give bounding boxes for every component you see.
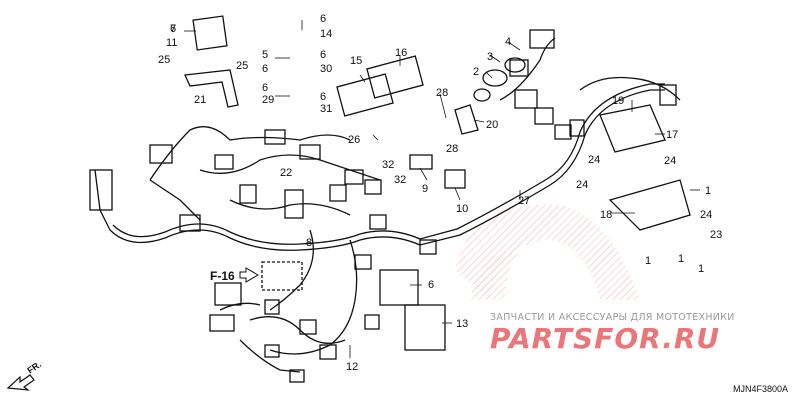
callout-number: 25	[158, 54, 170, 66]
callout-number: 1	[698, 263, 704, 275]
callout-number: 29	[262, 94, 274, 106]
callout-number: 21	[194, 94, 206, 106]
callout-number: 27	[518, 195, 530, 207]
callout-number: 1	[705, 185, 711, 197]
callout-number: 5	[262, 49, 268, 61]
callout-number: 1	[645, 255, 651, 267]
callout-number: 32	[394, 174, 406, 186]
callout-number: 6	[262, 63, 268, 75]
callout-number: 9	[422, 183, 428, 195]
callout-number: 6	[428, 279, 434, 291]
callout-number: 26	[348, 134, 360, 146]
callout-number: 24	[576, 179, 588, 191]
watermark-site: PARTSFOR.RU	[490, 322, 720, 355]
callout-number: 2	[473, 66, 479, 78]
callout-number: 13	[456, 318, 468, 330]
callout-number: 20	[486, 119, 498, 131]
watermark-tagline: ЗАПЧАСТИ И АКСЕССУАРЫ ДЛЯ МОТОТЕХНИКИ	[490, 312, 735, 323]
callout-number: 3	[487, 51, 493, 63]
callout-number: 15	[350, 55, 362, 67]
ref-label: F-16	[210, 269, 235, 283]
callout-number: 18	[600, 209, 612, 221]
callout-number: 6	[320, 91, 326, 103]
callout-number: 23	[710, 229, 722, 241]
callout-number: 30	[320, 63, 332, 75]
watermark-logo	[455, 204, 640, 300]
callout-number: 8	[306, 237, 312, 249]
callout-number: 10	[456, 203, 468, 215]
callout-number: 11	[166, 37, 177, 49]
callout-number: 7	[170, 23, 176, 35]
callout-number: 6	[170, 23, 176, 35]
callout-number: 24	[588, 154, 600, 166]
callout-number: 6	[262, 82, 268, 94]
callout-number: 28	[436, 87, 448, 99]
callout-number: 25	[236, 60, 248, 72]
callout-number: 28	[446, 143, 458, 155]
callout-number: 19	[612, 95, 624, 107]
callout-number: 6	[320, 13, 326, 25]
callout-number: 24	[664, 155, 676, 167]
callout-number: 17	[666, 129, 678, 141]
front-label: FR.	[25, 359, 43, 376]
callout-number: 31	[320, 103, 332, 115]
callout-number: 6	[320, 49, 326, 61]
part-code: MJN4F3800A	[733, 384, 788, 394]
callout-number: 1	[678, 253, 684, 265]
ref-arrow	[239, 267, 259, 283]
callout-number: 24	[700, 209, 712, 221]
callout-number: 4	[505, 36, 511, 48]
callout-number: 14	[320, 28, 332, 40]
callout-number: 12	[346, 361, 358, 373]
callout-number: 16	[395, 47, 407, 59]
callout-number: 22	[280, 167, 292, 179]
front-arrow-icon	[6, 374, 35, 391]
callout-number: 32	[382, 159, 394, 171]
